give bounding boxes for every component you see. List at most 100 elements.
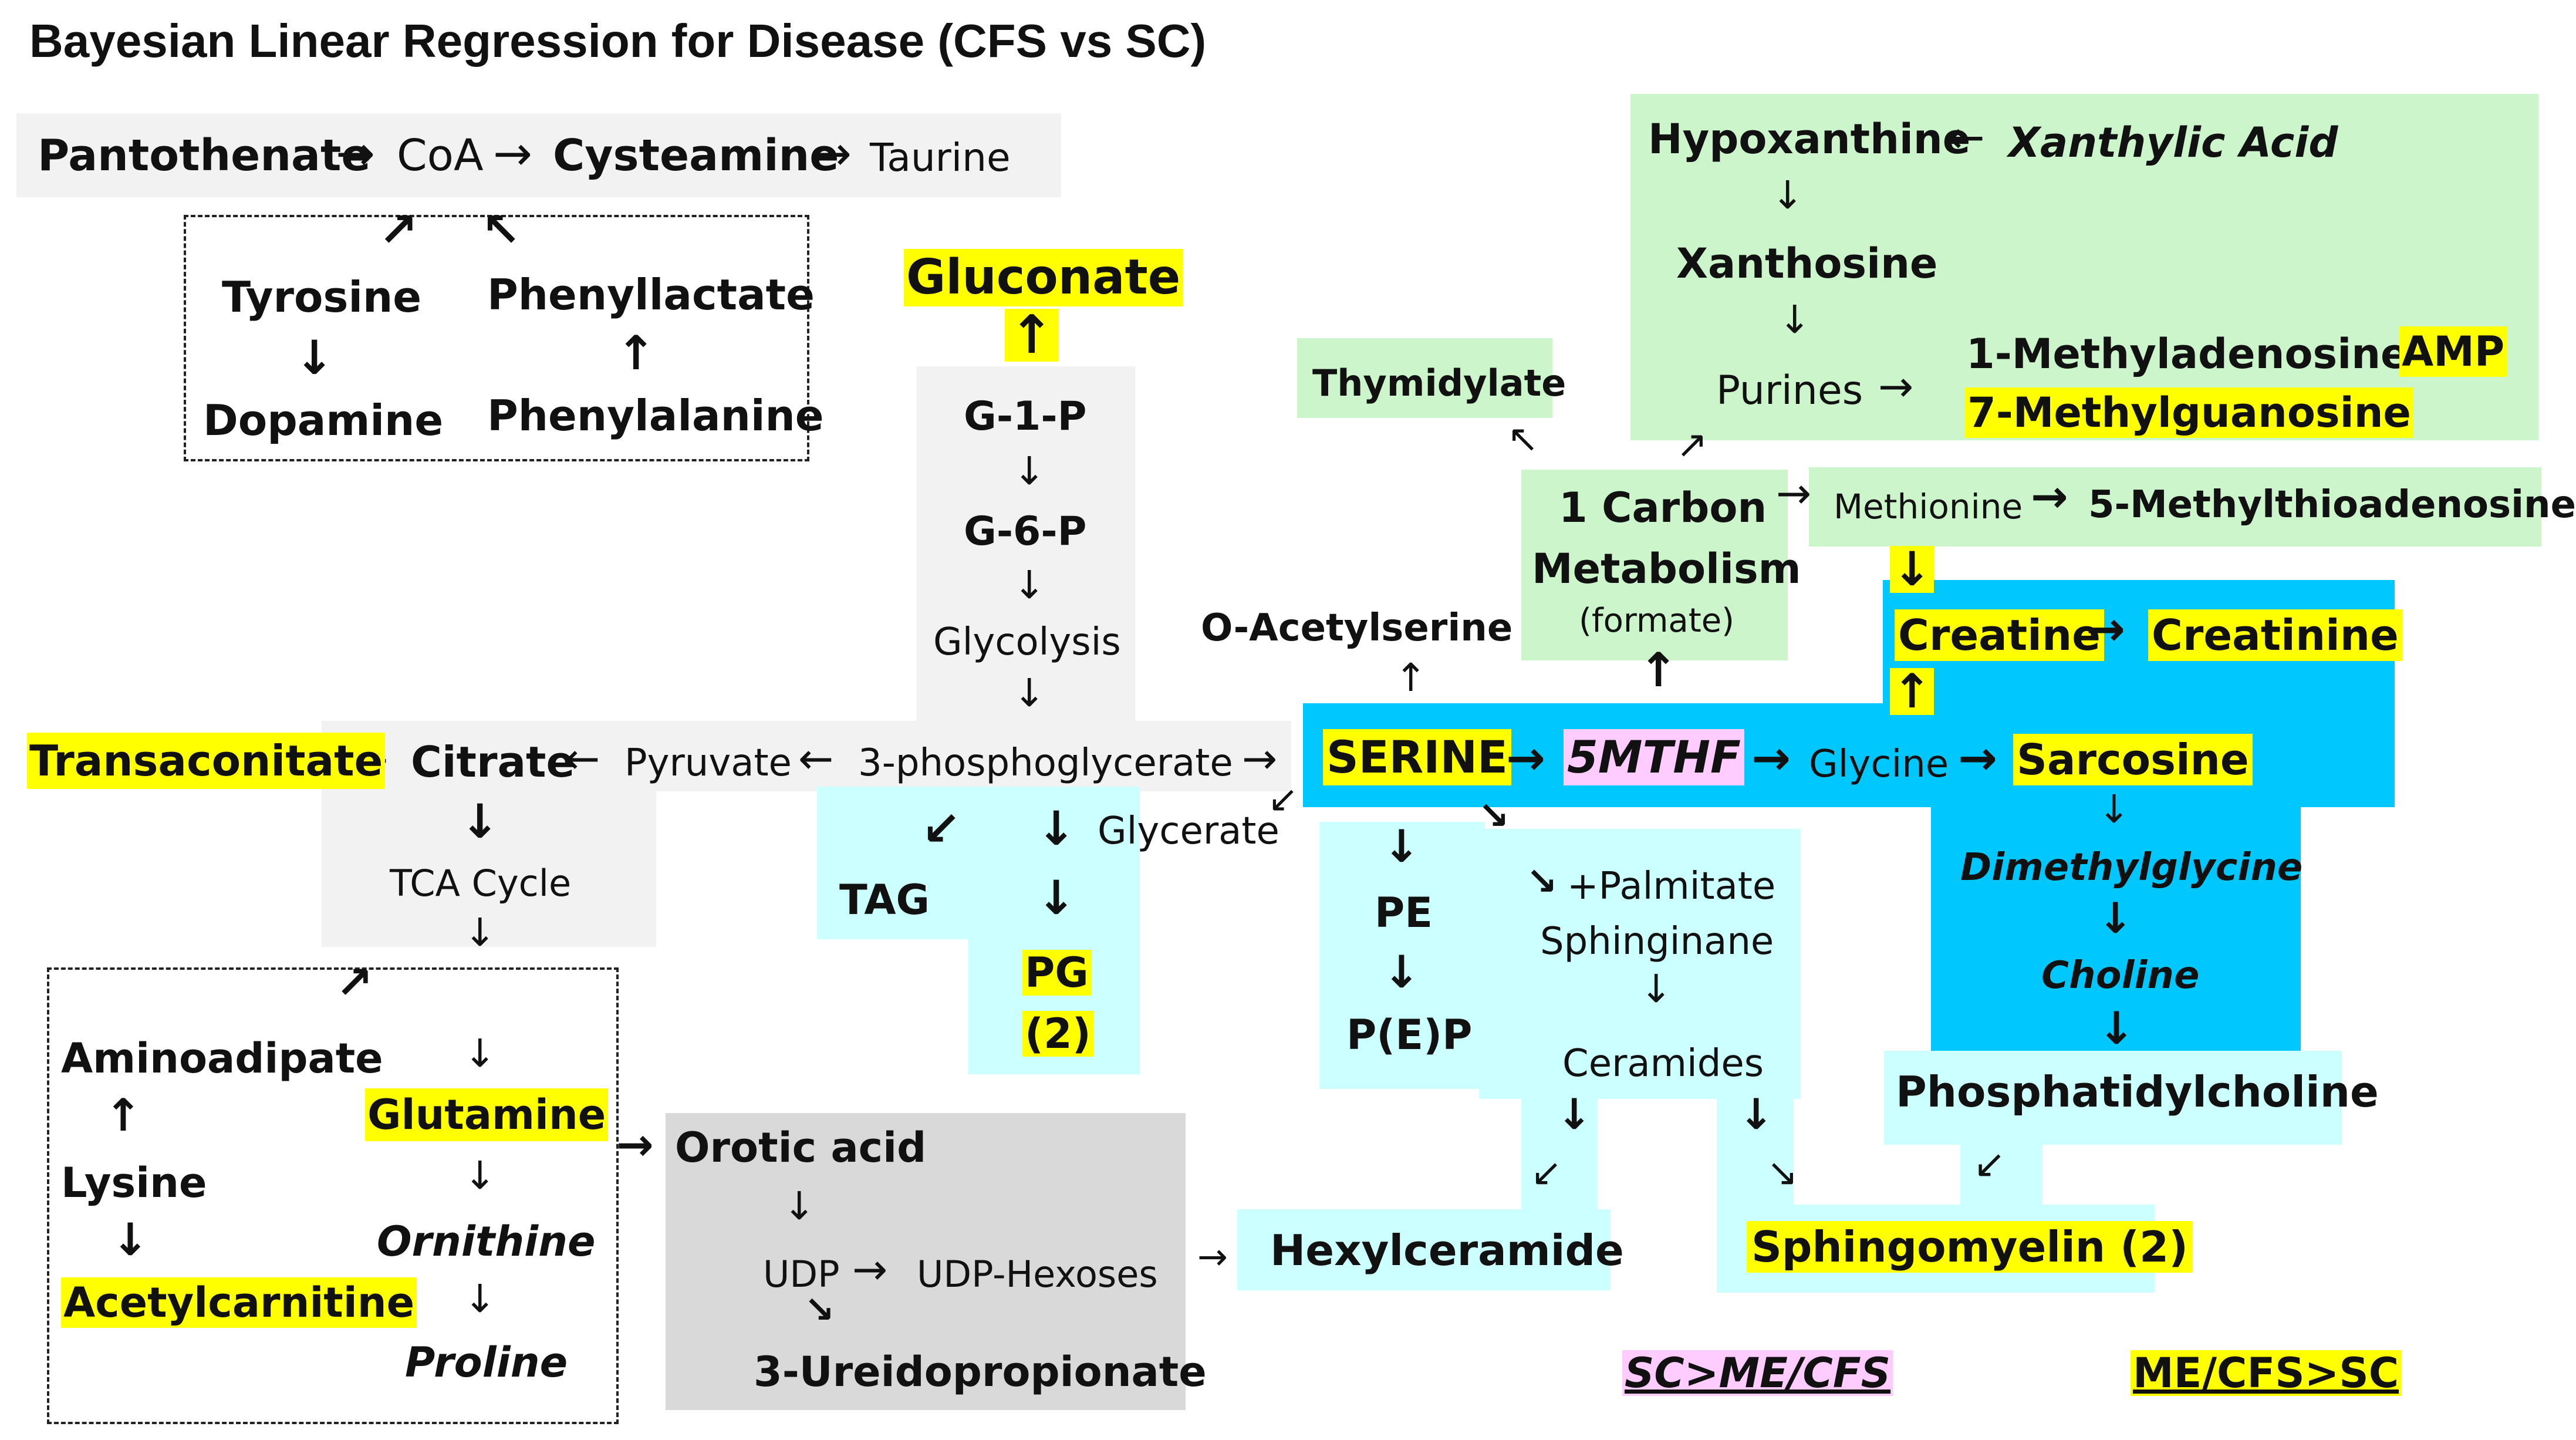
node-citrate: Citrate bbox=[411, 737, 575, 787]
node-acetylcarnitine: Acetylcarnitine bbox=[61, 1277, 417, 1328]
node-glycerate: Glycerate bbox=[1098, 810, 1279, 853]
arrow-down-icon: ↓ bbox=[112, 1213, 149, 1266]
node-methionine: Methionine bbox=[1834, 487, 2023, 527]
arrow-right-icon: → bbox=[336, 126, 376, 181]
arrow-up-icon: ↑ bbox=[1005, 309, 1059, 362]
legend-cfs-greater: ME/CFS>SC bbox=[2131, 1350, 2402, 1396]
node-1-methyladenosine: 1-Methyladenosine, bbox=[1966, 330, 2425, 378]
arrow-up-right-icon: ↗ bbox=[379, 203, 418, 257]
node-phosphatidylcholine: Phosphatidylcholine bbox=[1896, 1067, 2379, 1117]
arrow-right-icon: → bbox=[812, 126, 852, 181]
node-purines: Purines bbox=[1716, 367, 1863, 414]
node-3-ureidopropionate: 3-Ureidopropionate bbox=[754, 1348, 1207, 1396]
node-pg-count: (2) bbox=[1022, 1011, 1093, 1057]
arrow-down-icon: ↓ bbox=[1771, 173, 1804, 218]
node-lysine: Lysine bbox=[61, 1159, 207, 1207]
arrow-down-icon: ↓ bbox=[1383, 946, 1420, 998]
arrow-down-icon: ↓ bbox=[1640, 966, 1673, 1011]
hexylceramide-box bbox=[1237, 1209, 1611, 1290]
arrow-down-icon: ↓ bbox=[295, 331, 335, 385]
node-pe: PE bbox=[1375, 889, 1433, 937]
arrow-down-icon: ↓ bbox=[2098, 893, 2133, 943]
node-o-acetylserine: O-Acetylserine bbox=[1201, 606, 1513, 650]
page-title: Bayesian Linear Regression for Disease (… bbox=[29, 15, 1207, 67]
arrow-right-icon: → bbox=[1751, 731, 1791, 785]
arrow-up-icon: ↑ bbox=[616, 326, 656, 380]
arrow-down-left-icon: ↙ bbox=[1268, 777, 1298, 820]
arrow-right-icon: → bbox=[2086, 602, 2126, 656]
pe-box bbox=[1319, 822, 1485, 1089]
ceramide-links-box-left bbox=[1521, 1099, 1598, 1216]
node-dopamine: Dopamine bbox=[203, 396, 444, 445]
node-pg: PG bbox=[1022, 950, 1091, 996]
node-sphingomyelin: Sphingomyelin (2) bbox=[1747, 1221, 2193, 1273]
arrow-up-right-icon: ↗ bbox=[1676, 423, 1708, 467]
node-glycolysis: Glycolysis bbox=[933, 620, 1121, 664]
node-serine: SERINE bbox=[1323, 729, 1511, 785]
arrow-down-icon: ↓ bbox=[464, 1031, 497, 1076]
node-gluconate: Gluconate bbox=[904, 249, 1183, 306]
coa-pathway-box bbox=[16, 113, 1061, 197]
arrow-down-left-icon: ↙ bbox=[921, 801, 961, 856]
node-taurine: Taurine bbox=[870, 135, 1011, 180]
arrow-right-icon: → bbox=[852, 1245, 888, 1294]
node-ornithine: Ornithine bbox=[377, 1218, 596, 1266]
node-ceramides: Ceramides bbox=[1562, 1042, 1764, 1085]
arrow-down-icon: ↓ bbox=[460, 794, 500, 849]
node-hexylceramide: Hexylceramide bbox=[1270, 1226, 1624, 1275]
node-coa: CoA bbox=[397, 130, 484, 181]
arrow-right-icon: → bbox=[1197, 1235, 1228, 1278]
pyrimidine-box bbox=[666, 1113, 1186, 1410]
arrow-down-icon: ↓ bbox=[464, 1153, 497, 1198]
node-sphinganine: Sphinginane bbox=[1540, 920, 1774, 963]
arrow-down-right-icon: ↘ bbox=[1767, 1151, 1798, 1195]
glycolysis-row-box bbox=[646, 721, 1291, 791]
one-carbon-box bbox=[1521, 470, 1788, 660]
node-udp: UDP bbox=[763, 1253, 840, 1296]
arrow-down-icon: ↓ bbox=[1013, 670, 1046, 716]
node-phenyllactate: Phenyllactate bbox=[487, 270, 815, 319]
node-metabolism: Metabolism bbox=[1532, 545, 1801, 593]
arrow-down-icon: ↓ bbox=[2098, 1002, 2135, 1054]
methionine-box bbox=[1809, 467, 2541, 547]
node-5mthf: 5MTHF bbox=[1564, 729, 1744, 785]
arrow-up-icon: ↑ bbox=[1395, 655, 1427, 700]
arrow-right-icon: → bbox=[1878, 362, 1914, 411]
arrow-down-icon: ↓ bbox=[783, 1183, 816, 1229]
arrow-down-icon: ↓ bbox=[464, 1276, 497, 1321]
node-hypoxanthine: Hypoxanthine bbox=[1648, 115, 1971, 163]
node-xanthylic-acid: Xanthylic Acid bbox=[2008, 119, 2338, 167]
arrow-down-icon: ↓ bbox=[1037, 801, 1076, 856]
node-pyruvate: Pyruvate bbox=[624, 741, 792, 785]
arrow-down-right-icon: ↘ bbox=[804, 1288, 835, 1331]
arrow-left-icon: ← bbox=[1947, 111, 1985, 163]
arrow-down-icon: ↓ bbox=[464, 910, 497, 955]
glycolysis-box bbox=[917, 366, 1135, 786]
node-1-carbon: 1 Carbon bbox=[1559, 484, 1767, 532]
arrow-down-right-icon: ↘ bbox=[1526, 860, 1558, 903]
node-pantothenate: Pantothenate bbox=[38, 130, 371, 181]
arrow-down-icon: ↓ bbox=[2098, 787, 2131, 832]
node-aminoadipate: Aminoadipate bbox=[61, 1034, 383, 1082]
node-creatine: Creatine bbox=[1895, 609, 2104, 661]
node-g6p: G-6-P bbox=[964, 508, 1087, 555]
arrow-right-icon: → bbox=[493, 126, 533, 181]
arrow-down-icon: ↓ bbox=[1778, 297, 1811, 342]
node-proline: Proline bbox=[405, 1338, 568, 1387]
node-transaconitate: Transaconitate bbox=[27, 733, 386, 789]
arrow-left-icon: ← bbox=[798, 734, 834, 783]
purine-box bbox=[1630, 94, 2538, 440]
node-pep: P(E)P bbox=[1346, 1011, 1473, 1059]
node-xanthosine: Xanthosine bbox=[1676, 240, 1938, 288]
pc-link-box bbox=[1960, 1139, 2042, 1209]
node-udp-hexoses: UDP-Hexoses bbox=[917, 1253, 1158, 1296]
arrow-down-icon: ↓ bbox=[1013, 448, 1046, 494]
legend-sc-greater: SC>ME/CFS bbox=[1622, 1350, 1893, 1396]
node-dimethylglycine: Dimethylglycine bbox=[1960, 846, 2303, 889]
node-5-methylthioadenosine: 5-Methylthioadenosine bbox=[2088, 483, 2576, 527]
arrow-down-left-icon: ↙ bbox=[1531, 1151, 1562, 1195]
arrow-right-icon: → bbox=[1776, 468, 1812, 518]
node-palmitate: +Palmitate bbox=[1567, 865, 1776, 908]
arrow-up-right-icon: ↗ bbox=[336, 956, 373, 1009]
node-phenylalanine: Phenylalanine bbox=[487, 391, 824, 440]
